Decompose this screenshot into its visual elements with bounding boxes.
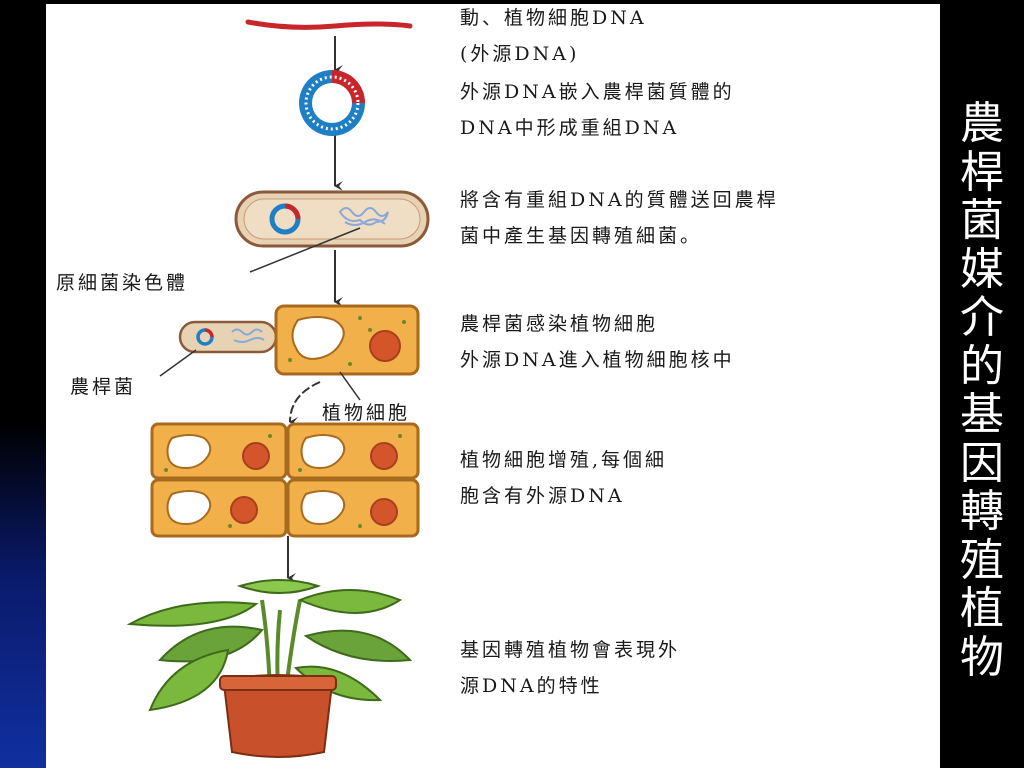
step-4-line-1: 農桿菌感染植物細胞 <box>460 313 659 335</box>
agrobacterium-label: 農桿菌 <box>70 376 137 398</box>
step-5-text: 植物細胞增殖,每個細 胞含有外源DNA <box>460 442 667 514</box>
step-2-line-2: DNA中形成重組DNA <box>460 117 680 139</box>
title-char: 菌 <box>960 195 1004 246</box>
step-2-text: 外源DNA嵌入農桿菌質體的 DNA中形成重組DNA <box>460 74 735 146</box>
step-3-line-2: 菌中產生基因轉殖細菌。 <box>460 225 703 247</box>
arrow-4-curved <box>289 381 321 428</box>
step-1-text: 動、植物細胞DNA (外源DNA) <box>460 0 647 72</box>
left-gradient-strip <box>0 0 46 768</box>
chromosome-pointer <box>249 227 361 273</box>
title-char: 殖 <box>960 534 1004 586</box>
title-char: 農 <box>960 98 1004 149</box>
title-char: 基 <box>960 389 1004 440</box>
title-char: 媒 <box>960 243 1004 295</box>
transgenic-plant <box>126 579 413 712</box>
recombinant-plasmid <box>299 70 365 136</box>
cell-pointer <box>339 371 361 401</box>
agro-pointer <box>159 349 197 377</box>
infected-plant-cell <box>274 304 420 376</box>
step-1-line-1: 動、植物細胞DNA <box>460 7 647 29</box>
step-5-line-1: 植物細胞增殖,每個細 <box>460 449 668 471</box>
step-6-line-2: 源DNA的特性 <box>460 675 603 697</box>
step-2-line-1: 外源DNA嵌入農桿菌質體的 <box>460 81 735 103</box>
transgenic-bacterium <box>234 190 430 248</box>
step-6-text: 基因轉殖植物會表現外 源DNA的特性 <box>460 632 680 704</box>
title-char: 的 <box>960 340 1004 392</box>
slide-title: 農 桿 菌 媒 介 的 基 因 轉 殖 植 物 <box>952 98 1012 683</box>
step-4-text: 農桿菌感染植物細胞 外源DNA進入植物細胞核中 <box>460 306 735 378</box>
flower-pot <box>219 674 337 758</box>
title-char: 介 <box>960 292 1004 343</box>
step-5-line-2: 胞含有外源DNA <box>460 485 625 507</box>
title-char: 植 <box>960 583 1004 634</box>
agrobacterium-small <box>178 320 278 354</box>
proliferating-cells <box>150 422 420 538</box>
plant-cell-label: 植物細胞 <box>322 402 411 424</box>
title-char: 因 <box>960 437 1004 489</box>
step-4-line-2: 外源DNA進入植物細胞核中 <box>460 349 735 371</box>
title-char: 轉 <box>960 486 1004 537</box>
chromosome-label: 原細菌染色體 <box>56 272 189 294</box>
title-char: 物 <box>960 631 1004 683</box>
step-3-text: 將含有重組DNA的質體送回農桿 菌中產生基因轉殖細菌。 <box>460 182 779 254</box>
foreign-dna-strand <box>245 19 413 30</box>
step-1-line-2: (外源DNA) <box>460 43 580 65</box>
step-6-line-1: 基因轉殖植物會表現外 <box>460 639 681 661</box>
title-char: 桿 <box>960 146 1004 198</box>
step-3-line-1: 將含有重組DNA的質體送回農桿 <box>460 189 779 211</box>
